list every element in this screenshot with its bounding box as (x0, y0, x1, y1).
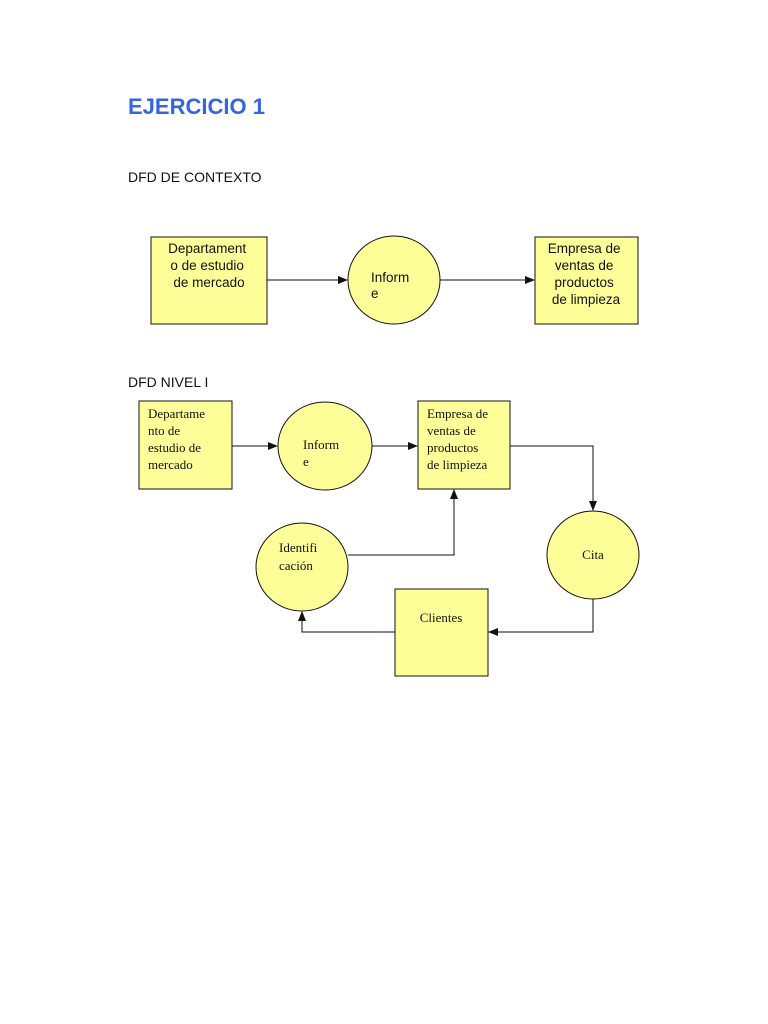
level1-flow-cita-to-clientes (488, 599, 594, 636)
level1-empresa-label: Empresa de ventas de productos de limpie… (427, 406, 491, 472)
level1-identificacion-process: Identifi cación (255, 522, 349, 612)
context-diagram: Departament o de estudio de mercado Info… (150, 235, 639, 325)
level1-flow-clientes-to-identificacion (298, 611, 395, 633)
level1-diagram: Departame nto de estudio de mercado Info… (138, 400, 640, 677)
level1-cita-label: Cita (582, 547, 604, 562)
level1-source-box (138, 400, 233, 490)
level1-source-entity: Departame nto de estudio de mercado (138, 400, 233, 490)
context-process-label: Inform e (371, 270, 413, 301)
level1-source-label: Departame nto de estudio de mercado (148, 406, 208, 472)
level1-informe-process: Inform e (277, 401, 373, 491)
level1-empresa-entity: Empresa de ventas de productos de limpie… (417, 400, 511, 490)
level1-identificacion-circle (255, 522, 349, 612)
level1-clientes-entity: Clientes (394, 588, 489, 677)
level1-informe-label: Inform e (303, 437, 342, 469)
level1-identificacion-label: Identifi cación (279, 540, 321, 573)
level1-flow-empresa-to-cita (510, 445, 597, 511)
context-sink-entity: Empresa de ventas de productos de limpie… (534, 236, 639, 325)
level1-clientes-label: Clientes (420, 610, 463, 625)
context-diagram-label: DFD DE CONTEXTO (128, 169, 262, 185)
context-source-label: Departament o de estudio de mercado (168, 241, 250, 290)
level1-empresa-box (417, 400, 511, 490)
level1-diagram-label: DFD NIVEL I (128, 374, 209, 390)
context-source-box (150, 236, 268, 325)
context-source-entity: Departament o de estudio de mercado (150, 236, 268, 325)
context-process: Inform e (347, 235, 441, 325)
level1-cita-process: Cita (546, 510, 640, 600)
page-title: EJERCICIO 1 (128, 94, 265, 119)
context-sink-box (534, 236, 639, 325)
level1-clientes-box (394, 588, 489, 677)
level1-flow-identificacion-to-empresa (348, 489, 458, 556)
context-sink-label: Empresa de ventas de productos de limpie… (548, 241, 625, 307)
